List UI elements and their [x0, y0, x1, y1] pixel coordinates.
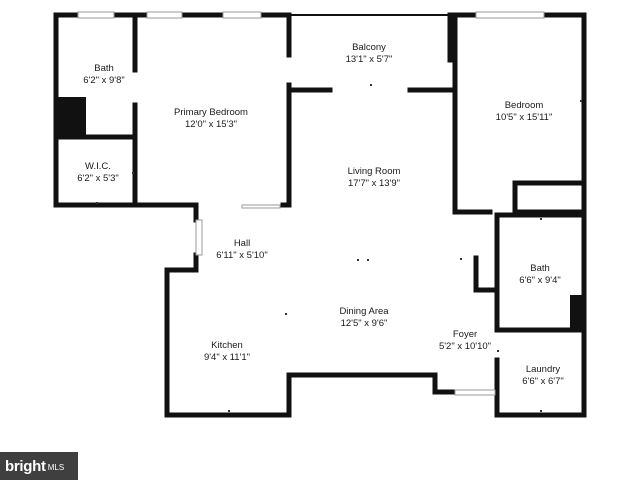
room-dims: 9'4" x 11'1" [203, 352, 251, 363]
room-dims: 10'5" x 15'11" [495, 112, 553, 123]
room-dims: 6'6" x 9'4" [519, 275, 561, 286]
room-label-balcony: Balcony 13'1" x 5'7" [346, 42, 393, 66]
walls [53, 12, 587, 418]
room-dims: 13'1" x 5'7" [345, 54, 393, 65]
room-name: Laundry [525, 364, 561, 375]
room-dims: 6'6" x 6'7" [522, 376, 564, 387]
dimension-ticks [96, 84, 582, 412]
room-name: Foyer [452, 329, 478, 340]
bath-fixture [570, 295, 584, 330]
room-name: Balcony [352, 42, 386, 53]
bright-mls-logo: bright MLS [0, 452, 78, 480]
room-label-hall: Hall 6'11" x 5'10" [216, 238, 267, 262]
room-name: Kitchen [211, 340, 243, 351]
room-label-laundry: Laundry 6'6" x 6'7" [522, 364, 564, 388]
logo-brand: bright [5, 457, 46, 475]
room-dims: 6'2" x 9'8" [83, 75, 125, 86]
room-name: Dining Area [339, 306, 389, 317]
room-label-kitchen: Kitchen 9'4" x 11'1" [204, 340, 250, 364]
bath-fixture [56, 97, 86, 137]
windows [77, 11, 545, 396]
room-name: W.I.C. [85, 161, 111, 172]
room-dims: 17'7" x 13'9" [347, 178, 401, 189]
room-dims: 12'5" x 9'6" [340, 318, 388, 329]
room-name: Living Room [347, 166, 401, 177]
room-label-bedroom: Bedroom 10'5" x 15'11" [496, 100, 553, 124]
room-label-bath-1: Bath 6'2" x 9'8" [83, 63, 125, 87]
room-label-foyer: Foyer 5'2" x 10'10" [439, 329, 491, 353]
room-label-wic: W.I.C. 6'2" x 5'3" [77, 161, 119, 185]
room-label-dining-area: Dining Area 12'5" x 9'6" [339, 306, 388, 330]
room-label-primary-bedroom: Primary Bedroom 12'0" x 15'3" [174, 107, 248, 131]
room-name: Bedroom [504, 100, 544, 111]
room-label-bath-2: Bath 6'6" x 9'4" [519, 263, 561, 287]
room-label-living-room: Living Room 17'7" x 13'9" [348, 166, 401, 190]
room-dims: 5'2" x 10'10" [438, 341, 492, 352]
room-dims: 6'2" x 5'3" [77, 173, 119, 184]
room-dims: 12'0" x 15'3" [184, 119, 238, 130]
room-name: Bath [530, 263, 550, 274]
room-name: Primary Bedroom [174, 107, 248, 118]
room-name: Hall [233, 238, 251, 249]
room-dims: 6'11" x 5'10" [216, 250, 268, 261]
room-name: Bath [94, 63, 114, 74]
logo-suffix: MLS [47, 463, 65, 472]
